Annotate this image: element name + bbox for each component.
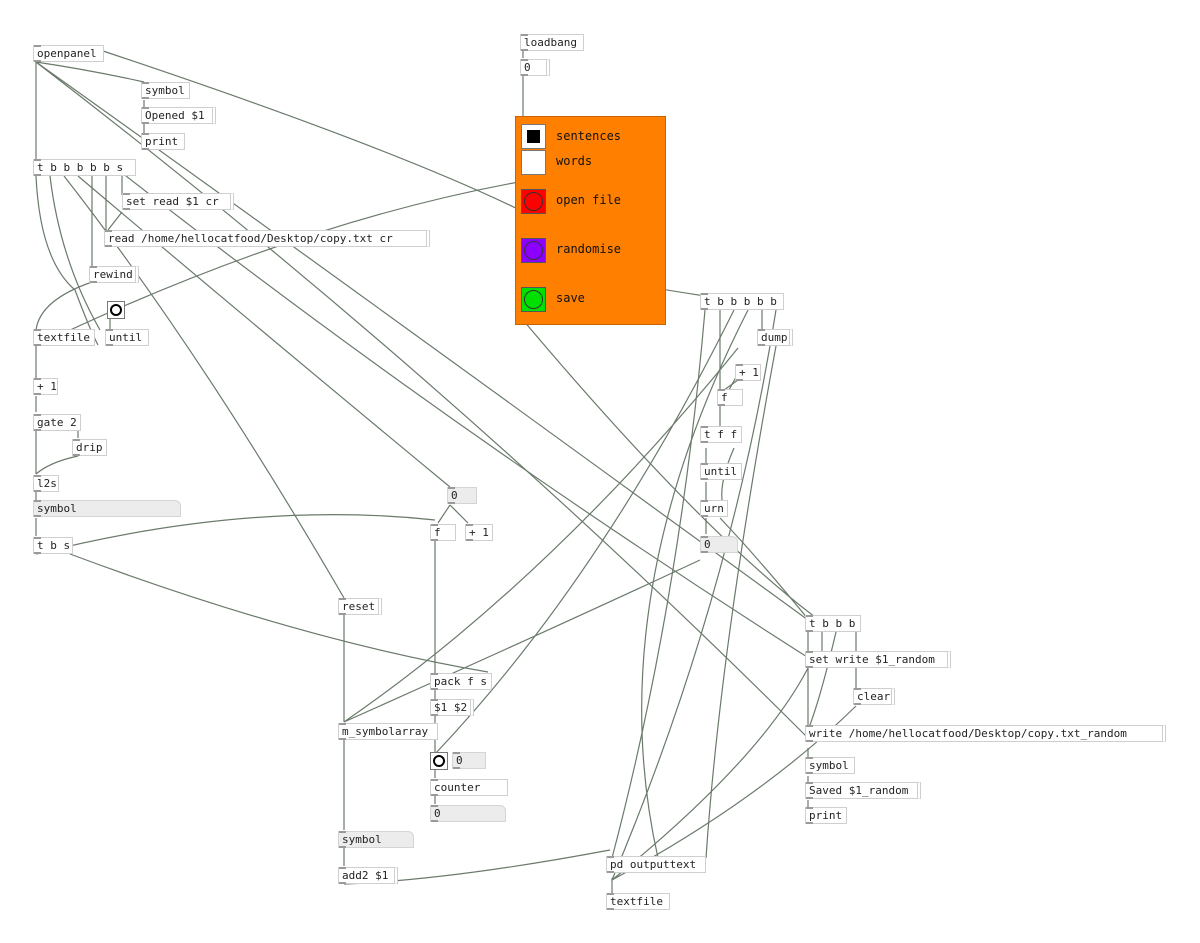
bang-dot-icon — [524, 290, 543, 309]
textfile-object[interactable]: textfile — [33, 329, 95, 346]
save-bang[interactable] — [521, 287, 546, 312]
trigger-bs-object[interactable]: t b s — [33, 537, 73, 554]
opened-message[interactable]: Opened $1 — [141, 107, 216, 124]
plus-one-object[interactable]: + 1 — [33, 378, 58, 395]
write-file-message[interactable]: write /home/hellocatfood/Desktop/copy.tx… — [805, 725, 1166, 742]
set-read-message[interactable]: set read $1 cr — [122, 193, 234, 210]
number-atom[interactable]: 0 — [447, 487, 477, 504]
counter-object[interactable]: counter — [430, 779, 508, 796]
symbol-atom[interactable]: symbol — [33, 500, 181, 517]
sentences-label: sentences — [556, 129, 622, 143]
trigger-object[interactable]: t b b b b b s — [33, 159, 136, 176]
print-object-2[interactable]: print — [805, 807, 847, 824]
drip-object[interactable]: drip — [72, 439, 107, 456]
pd-outputtext-object[interactable]: pd outputtext — [606, 856, 706, 873]
until-object-2[interactable]: until — [700, 463, 742, 480]
bang-dot-icon — [524, 241, 543, 260]
dump-message[interactable]: dump — [757, 329, 793, 346]
loadbang-zero-message[interactable]: 0 — [520, 59, 550, 76]
urn-object[interactable]: urn — [700, 500, 728, 517]
rewind-message[interactable]: rewind — [89, 266, 139, 283]
gate-object[interactable]: gate 2 — [33, 414, 81, 431]
float-object[interactable]: f — [430, 524, 456, 541]
number-atom-2[interactable]: 0 — [700, 536, 738, 553]
saved-message[interactable]: Saved $1_random — [805, 782, 921, 799]
counter-bang-button[interactable] — [430, 752, 448, 770]
sentences-toggle[interactable] — [521, 124, 546, 149]
symbol-object[interactable]: symbol — [141, 82, 190, 99]
bang-dot-icon — [524, 192, 543, 211]
loadbang-object[interactable]: loadbang — [520, 34, 584, 51]
textfile-object-2[interactable]: textfile — [606, 893, 670, 910]
plus-one-object-2[interactable]: + 1 — [465, 524, 493, 541]
reset-message[interactable]: reset — [338, 598, 382, 615]
randomise-label: randomise — [556, 242, 622, 256]
trigger-object-2[interactable]: t b b b b b — [700, 293, 784, 310]
trigger-object-3[interactable]: t b b b — [805, 615, 861, 632]
add2-message[interactable]: add2 $1 — [338, 867, 398, 884]
trigger-fff-object[interactable]: t f f — [700, 426, 742, 443]
words-label: words — [556, 154, 593, 168]
symbol-atom-2[interactable]: symbol — [338, 831, 414, 848]
until-object[interactable]: until — [105, 329, 149, 346]
openpanel-object[interactable]: openpanel — [33, 45, 104, 62]
randomise-bang[interactable] — [521, 238, 546, 263]
read-file-message[interactable]: read /home/hellocatfood/Desktop/copy.txt… — [104, 230, 430, 247]
control-panel: sentences words open file randomise save — [515, 116, 666, 325]
pack-format-message[interactable]: $1 $2 — [430, 699, 474, 716]
counter-output-atom[interactable]: 0 — [430, 805, 506, 822]
bang-ring-icon — [110, 304, 122, 316]
set-write-message[interactable]: set write $1_random — [805, 651, 951, 668]
clear-message[interactable]: clear — [853, 688, 895, 705]
bang-button[interactable] — [107, 301, 125, 319]
symbol-object-2[interactable]: symbol — [805, 757, 855, 774]
float-object-2[interactable]: f — [717, 389, 743, 406]
counter-number-atom[interactable]: 0 — [452, 752, 486, 769]
words-toggle[interactable] — [521, 150, 546, 175]
plus-one-object-3[interactable]: + 1 — [735, 364, 761, 381]
open-file-label: open file — [556, 193, 622, 207]
open-file-bang[interactable] — [521, 189, 546, 214]
bang-ring-icon — [433, 755, 445, 767]
symbolarray-object[interactable]: m_symbolarray — [338, 723, 438, 740]
toggle-check-icon — [527, 130, 540, 143]
print-object[interactable]: print — [141, 133, 185, 150]
save-label: save — [556, 291, 585, 305]
l2s-object[interactable]: l2s — [33, 475, 59, 492]
pack-object[interactable]: pack f s — [430, 673, 492, 690]
